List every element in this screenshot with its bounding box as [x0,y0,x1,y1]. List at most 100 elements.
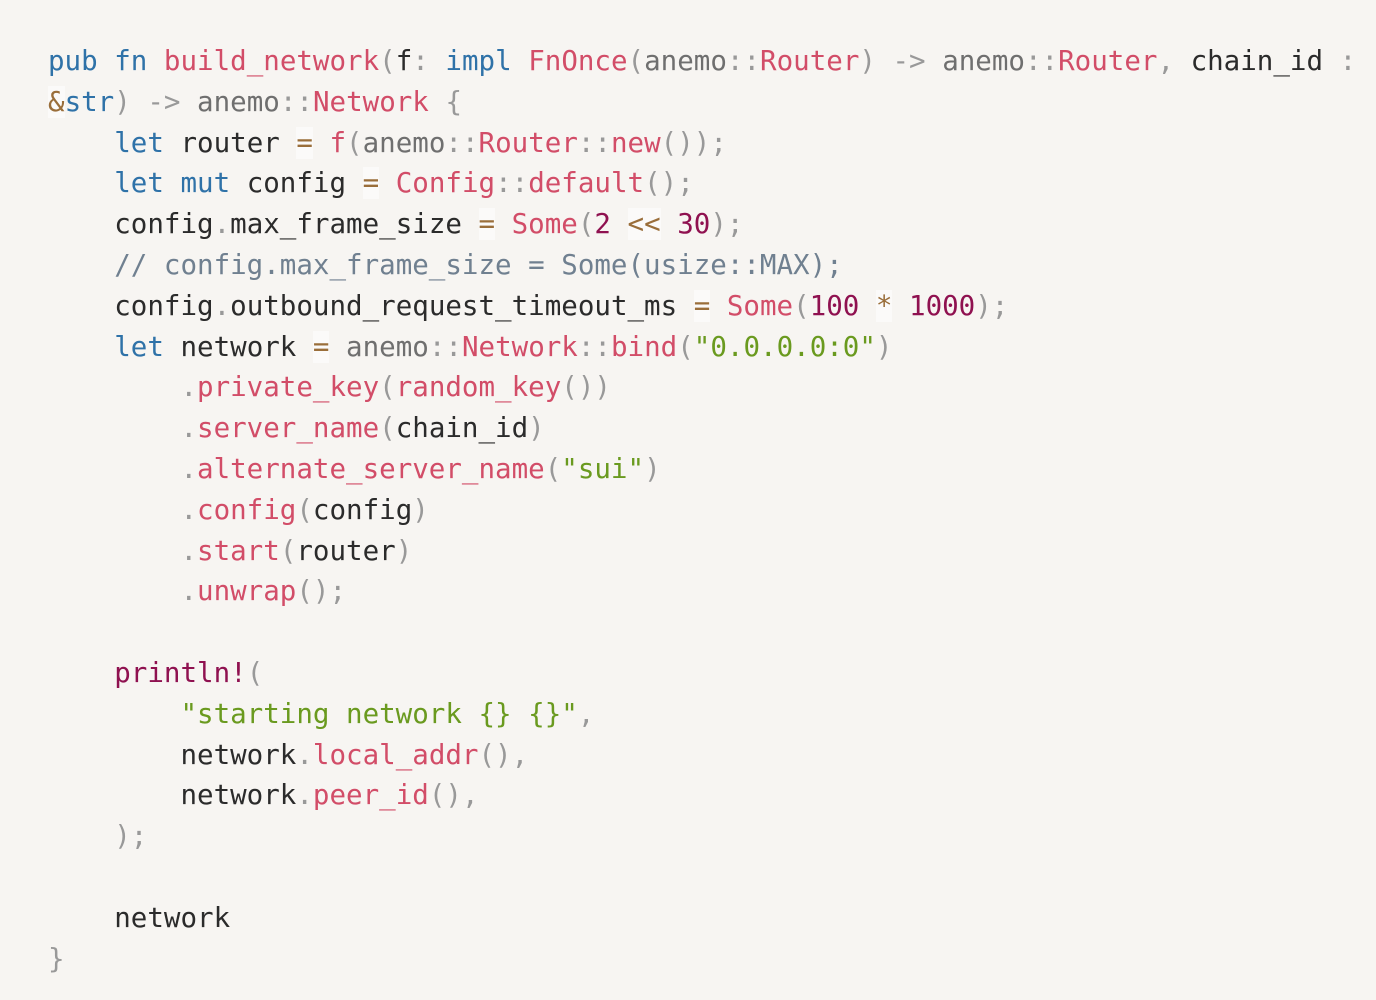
token-function-name: random_key [395,371,562,404]
token-identifier [98,45,115,77]
token-punctuation: :: [279,85,313,118]
token-punctuation: : [1339,45,1357,77]
token-keyword: let [114,330,164,363]
token-identifier [131,86,148,118]
token-function-name: server_name [197,412,380,445]
token-operator: = [312,330,330,363]
token-punctuation: . [213,208,231,241]
token-operator: = [362,167,380,200]
token-punctuation: . [180,412,198,445]
token-punctuation: } [48,942,65,975]
token-function-name: unwrap [197,575,297,608]
token-identifier [611,208,628,240]
token-punctuation: :: [1024,45,1059,77]
token-punctuation: :: [726,45,761,77]
token-identifier [512,45,529,77]
code-line: let router = f(anemo::Router::new()); [48,123,1376,164]
token-identifier: network [48,779,297,812]
token-identifier: config [312,493,413,526]
token-function-name: Config [395,167,496,200]
code-line: .start(router) [48,531,1376,572]
token-punctuation: :: [577,330,611,363]
token-function-name: default [528,167,645,200]
token-identifier [313,127,330,159]
token-punctuation: . [180,371,198,404]
token-identifier [48,535,180,567]
code-line: println!( [48,653,1376,694]
code-line: network.local_addr(), [48,735,1376,776]
token-identifier [495,208,512,240]
token-number: 30 [677,208,711,241]
token-number: 2 [594,208,611,241]
token-punctuation: (); [296,575,347,608]
token-punctuation: ); [975,289,1009,322]
token-identifier [48,331,114,363]
token-punctuation: ( [577,208,595,241]
token-punctuation: ( [544,452,562,485]
token-punctuation: . [180,575,198,608]
token-identifier [48,657,114,689]
code-line: .config(config) [48,490,1376,531]
token-function-name: Some [726,289,794,322]
token-identifier [926,45,943,77]
code-line: .unwrap(); [48,571,1376,612]
code-line: &str) -> anemo::Network { [48,82,1376,123]
token-function-name: Router [1058,45,1158,77]
token-operator: = [693,289,711,322]
code-line: } [48,939,1376,980]
token-identifier [48,698,180,730]
token-punctuation: . [296,779,313,812]
token-identifier [876,45,893,77]
token-keyword: mut [180,167,231,200]
token-punctuation: ) [875,330,893,363]
token-punctuation: ) [395,534,413,567]
token-identifier: f [395,45,413,77]
token-identifier [164,167,181,199]
token-identifier: network [48,901,231,934]
token-punctuation: :: [428,330,462,363]
token-keyword: fn [114,45,148,77]
code-line: ); [48,816,1376,857]
token-identifier: chain_id [395,412,529,445]
token-punctuation: , [1157,45,1175,77]
token-punctuation: :: [577,126,611,159]
token-punctuation: -> [147,85,181,118]
token-identifier [48,453,180,485]
token-identifier [48,127,114,159]
token-keyword: str [64,85,115,118]
token-function-name: bind [611,330,678,363]
token-string-literal: "sui" [561,452,645,485]
code-line: .server_name(chain_id) [48,408,1376,449]
token-punctuation: :: [495,167,529,200]
token-punctuation: ( [793,289,810,322]
code-line: "starting network {} {}", [48,694,1376,735]
token-punctuation: ) [114,85,131,118]
token-keyword: impl [445,45,512,77]
token-identifier: chain_id [1174,45,1340,77]
code-line: // config.max_frame_size = Some(usize::M… [48,245,1376,286]
token-punctuation: ( [379,371,396,404]
token-operator: * [875,289,893,322]
token-identifier: outbound_request_timeout_ms [230,289,694,322]
code-line: let mut config = Config::default(); [48,163,1376,204]
token-keyword: pub [48,45,98,77]
token-namespace: anemo [942,45,1025,77]
token-function-name: peer_id [312,779,429,812]
token-punctuation: (), [478,738,529,771]
code-line: config.outbound_request_timeout_ms = Som… [48,286,1376,327]
token-identifier: network [48,738,297,771]
token-identifier: router [296,534,396,567]
token-operator: & [48,85,65,118]
token-punctuation: . [213,289,231,322]
token-comment: // config.max_frame_size = Some(usize::M… [114,248,843,281]
token-macro: println! [114,656,247,689]
code-line: network [48,898,1376,939]
token-function-name: new [611,126,661,159]
token-punctuation: ( [296,493,313,526]
token-function-name: local_addr [312,738,479,771]
token-identifier [48,167,114,199]
token-function-name: Network [312,85,429,118]
token-punctuation: ( [379,412,396,445]
token-identifier: config [48,208,214,241]
token-operator: = [296,126,313,159]
